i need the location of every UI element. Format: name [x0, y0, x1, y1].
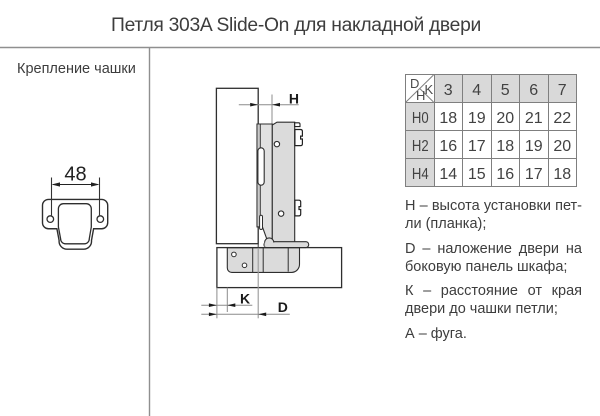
- svg-text:48: 48: [64, 164, 86, 186]
- svg-text:H: H: [289, 90, 299, 106]
- svg-text:D: D: [278, 299, 288, 315]
- svg-text:K: K: [240, 291, 250, 307]
